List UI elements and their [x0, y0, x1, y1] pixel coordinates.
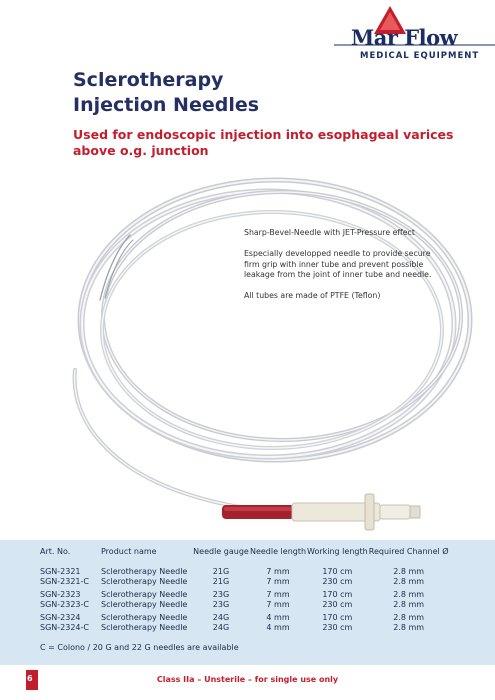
table-cell: 230 cm — [322, 577, 353, 586]
table-cell: 2.8 mm — [393, 623, 425, 632]
table-cell: 170 cm — [322, 613, 353, 622]
column-header: Needle length — [249, 547, 307, 556]
table-cell: 230 cm — [322, 623, 353, 632]
table-row: SGN-2321 Sclerotherapy Needle 21G 7 mm 1… — [40, 567, 450, 577]
brand-tagline: MEDICAL EQUIPMENT — [360, 51, 480, 61]
table-cell: 21G — [212, 577, 230, 586]
table-cell: 7 mm — [266, 590, 290, 599]
column-header: Art. No. — [40, 547, 71, 556]
table-cell: Sclerotherapy Needle — [101, 613, 188, 622]
table-cell: 23G — [212, 590, 230, 599]
page-number-tab — [26, 670, 38, 690]
title-line-1: Sclerotherapy — [73, 69, 224, 91]
column-header: Working length — [307, 547, 368, 556]
table-row: SGN-2324 Sclerotherapy Needle 24G 4 mm 1… — [40, 610, 450, 623]
table-row: SGN-2324-C Sclerotherapy Needle 24G 4 mm… — [40, 623, 450, 633]
table-cell: Sclerotherapy Needle — [101, 577, 188, 586]
table-cell: SGN-2324 — [40, 613, 81, 622]
brand-logo — [334, 6, 495, 46]
table-cell: 23G — [212, 600, 230, 609]
table-cell: 230 cm — [322, 600, 353, 609]
table-cell: 2.8 mm — [393, 613, 425, 622]
table-background — [0, 540, 495, 665]
table-cell: SGN-2323-C — [40, 600, 89, 609]
table-cell: Sclerotherapy Needle — [101, 600, 188, 609]
description-line: Sharp-Bevel-Needle with JET-Pressure eff… — [244, 228, 415, 237]
table-cell: 170 cm — [322, 590, 353, 599]
brand-name: Mar Flow — [351, 25, 458, 50]
table-cell: 7 mm — [266, 577, 290, 586]
page-number: 6 — [27, 674, 33, 683]
table-cell: 24G — [212, 623, 230, 632]
table-row: SGN-2323-C Sclerotherapy Needle 23G 7 mm… — [40, 600, 450, 610]
table-footnote: C = Colono / 20 G and 22 G needles are a… — [40, 643, 239, 652]
product-description: Sharp-Bevel-Needle with JET-Pressure eff… — [244, 228, 444, 312]
specification-table: Art. No. Product name Needle gauge Needl… — [40, 547, 450, 633]
table-row: SGN-2321-C Sclerotherapy Needle 21G 7 mm… — [40, 577, 450, 587]
table-cell: 7 mm — [266, 600, 290, 609]
table-cell: SGN-2323 — [40, 590, 81, 599]
table-cell: SGN-2321-C — [40, 577, 89, 586]
table-header-row: Art. No. Product name Needle gauge Needl… — [40, 547, 450, 567]
page-title: Sclerotherapy Injection Needles — [73, 68, 259, 118]
table-cell: Sclerotherapy Needle — [101, 590, 188, 599]
table-cell: 2.8 mm — [393, 567, 425, 576]
column-header: Required Channel Ø — [368, 547, 449, 556]
table-cell: 21G — [212, 567, 230, 576]
page-subtitle: Used for endoscopic injection into esoph… — [73, 127, 454, 158]
product-photo — [72, 177, 473, 531]
table-cell: 2.8 mm — [393, 590, 425, 599]
column-header: Needle gauge — [193, 547, 249, 556]
footer-class-note: Class IIa – Unsterile – for single use o… — [156, 675, 339, 684]
table-cell: SGN-2321 — [40, 567, 81, 576]
needle-handle — [222, 493, 421, 531]
table-cell: 2.8 mm — [393, 600, 425, 609]
title-line-2: Injection Needles — [73, 94, 260, 116]
column-header: Product name — [101, 547, 157, 556]
description-line: Especially developped needle to provide … — [244, 249, 432, 279]
table-cell: Sclerotherapy Needle — [101, 623, 188, 632]
table-cell: SGN-2324-C — [40, 623, 89, 632]
table-cell: 4 mm — [266, 623, 290, 632]
description-line: All tubes are made of PTFE (Teflon) — [244, 291, 381, 300]
table-cell: 170 cm — [322, 567, 353, 576]
table-cell: Sclerotherapy Needle — [101, 567, 188, 576]
table-cell: 4 mm — [266, 613, 290, 622]
table-cell: 24G — [212, 613, 230, 622]
table-row: SGN-2323 Sclerotherapy Needle 23G 7 mm 1… — [40, 587, 450, 600]
table-cell: 7 mm — [266, 567, 290, 576]
table-cell: 2.8 mm — [393, 577, 425, 586]
